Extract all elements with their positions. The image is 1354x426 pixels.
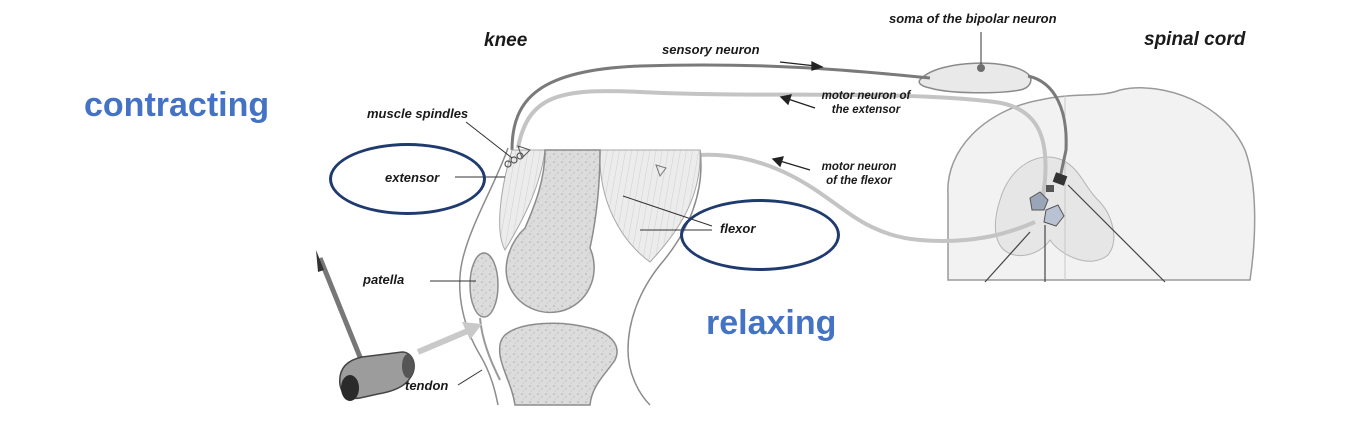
label-spinal-cord: spinal cord xyxy=(1144,29,1246,50)
leg-outline xyxy=(458,147,509,406)
label-tendon: tendon xyxy=(405,378,449,393)
label-motor-neuron-flexor-line2: of the flexor xyxy=(826,174,892,187)
patellar-tendon xyxy=(479,317,501,381)
motor-neuron-flexor-path xyxy=(659,152,1036,243)
label-motor-neuron-flexor: motor neuron of the flexor xyxy=(804,161,914,189)
spinal-cord xyxy=(947,87,1256,281)
sensory-neuron-path xyxy=(510,63,1068,179)
extensor-highlight-ellipse xyxy=(329,143,486,215)
motor-neuron-extensor-path xyxy=(516,89,1048,206)
label-muscle-spindles: muscle spindles xyxy=(367,106,469,121)
femur xyxy=(505,149,601,314)
label-patella: patella xyxy=(363,272,405,287)
label-motor-neuron-extensor: motor neuron of the extensor xyxy=(806,90,926,118)
synapse-markers xyxy=(1029,172,1068,227)
knee-cross-section xyxy=(458,145,702,406)
soma-dot xyxy=(977,64,985,72)
tibia xyxy=(498,322,618,406)
extensor-muscle xyxy=(499,149,546,252)
label-motor-neuron-extensor-line2: the extensor xyxy=(831,103,901,116)
flexor-muscle xyxy=(599,149,701,263)
label-knee: knee xyxy=(484,30,528,51)
patella-bone xyxy=(469,252,499,318)
tap-arrow xyxy=(416,322,482,355)
dorsal-root-ganglion xyxy=(918,32,1032,94)
direction-arrows xyxy=(771,60,824,171)
flexor-highlight-ellipse xyxy=(680,199,840,271)
label-soma: soma of the bipolar neuron xyxy=(889,11,1057,26)
label-motor-neuron-extensor-line1: motor neuron of xyxy=(821,90,911,102)
reflex-hammer xyxy=(316,250,415,401)
annotation-relaxing: relaxing xyxy=(706,304,837,342)
label-motor-neuron-flexor-line1: motor neuron xyxy=(821,161,897,173)
label-sensory-neuron: sensory neuron xyxy=(662,42,760,57)
annotation-contracting: contracting xyxy=(84,86,270,124)
